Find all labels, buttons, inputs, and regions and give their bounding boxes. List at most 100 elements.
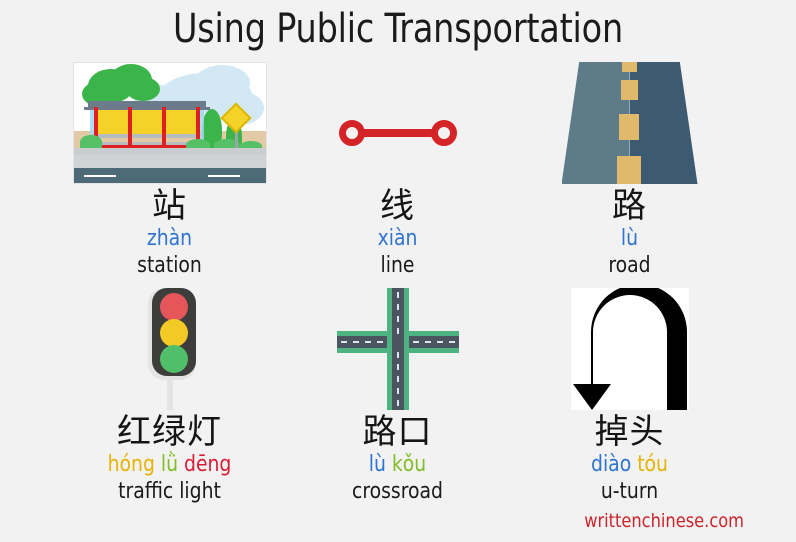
road-dash-marking (83, 175, 116, 177)
road-center-dash (616, 156, 641, 184)
shelter-roof-edge (83, 107, 210, 110)
shelter-post (161, 107, 166, 159)
line-endpoint-right (430, 120, 457, 146)
traffic-light-red-lamp (159, 293, 188, 321)
vocab-card-crossroad: 路口 lù kǒu crossroad (265, 284, 530, 505)
page-title: Using Public Transportation (172, 6, 624, 52)
pinyin-syllable: tóu (637, 452, 668, 477)
pinyin-text: diào tóu (504, 452, 756, 478)
crossroad-icon (336, 288, 459, 410)
vocab-card-u-turn: 掉头 diào tóu u-turn (497, 284, 762, 505)
crossroad-vertical-dash (396, 388, 399, 394)
crossroad-vertical-dash (396, 328, 399, 334)
pinyin-syllable: zhàn (146, 226, 193, 251)
pinyin-syllable: hóng (107, 452, 155, 477)
crossroad-horizontal-dash (436, 341, 443, 343)
shelter-panel (97, 110, 128, 134)
hanzi-text: 站 (152, 186, 187, 226)
shelter-panel (165, 110, 196, 134)
english-text: road (608, 253, 651, 278)
road-perspective-icon (561, 62, 698, 184)
crossroad-vertical-dash (396, 316, 399, 322)
shelter-post (127, 107, 132, 159)
bench-frame (97, 145, 188, 149)
shelter-glass (195, 110, 204, 148)
line-bar (352, 129, 443, 137)
hanzi-text: 路口 (362, 412, 433, 452)
bus-stop-illustration (72, 62, 267, 184)
vocab-art-road (497, 56, 762, 184)
u-turn-arrow-icon (570, 288, 689, 410)
crossroad-vertical-dash (396, 352, 399, 358)
pinyin-syllable: lù (368, 452, 386, 477)
asphalt-strip (73, 168, 266, 183)
traffic-light-yellow-lamp (159, 319, 188, 347)
crossroad-horizontal-dash (424, 341, 431, 343)
vocabulary-grid: 站 zhàn station 线 xiàn line (0, 56, 796, 526)
traffic-light-body (151, 288, 196, 376)
vocab-art-line (265, 56, 530, 184)
vocab-art-u-turn (497, 284, 762, 410)
pinyin-syllable: lǜ (160, 452, 179, 477)
english-text: station (137, 253, 202, 278)
crossroad-vertical-dash (396, 400, 399, 406)
bush-shape (79, 135, 102, 149)
pinyin-text: xiàn (272, 226, 524, 252)
crossroad-vertical-dash (396, 364, 399, 370)
shelter-rail (93, 142, 200, 146)
shelter-roof (87, 101, 206, 109)
road-center-dash (620, 80, 638, 100)
vocab-art-traffic-light (37, 284, 302, 410)
english-text: crossroad (352, 479, 443, 504)
crossroad-horizontal-dash (364, 341, 371, 343)
crossroad-horizontal-dash (448, 341, 455, 343)
hanzi-text: 红绿灯 (117, 412, 222, 452)
pinyin-text: hóng lǜ dēng (44, 452, 296, 478)
pinyin-syllable: kǒu (391, 452, 427, 477)
vocab-card-road: 路 lù road (497, 56, 762, 279)
hanzi-text: 路 (612, 186, 647, 226)
vocab-card-line: 线 xiàn line (265, 56, 530, 279)
vocab-card-traffic-light: 红绿灯 hóng lǜ dēng traffic light (37, 284, 302, 505)
pinyin-text: lù (504, 226, 756, 252)
shelter-post (195, 107, 200, 159)
shelter-panel (131, 110, 162, 134)
traffic-light-green-lamp (159, 345, 188, 373)
pinyin-syllable: dēng (184, 452, 232, 477)
u-turn-arrow-svg (572, 288, 687, 410)
pinyin-syllable: lù (620, 226, 639, 251)
crossroad-horizontal-dash (340, 341, 347, 343)
road-center-dash (621, 62, 637, 72)
road-center-dash (618, 114, 639, 140)
english-text: traffic light (118, 479, 221, 504)
watermark: writtenchinese.com (583, 510, 744, 532)
crossroad-horizontal-dash (412, 341, 419, 343)
shelter-post (93, 107, 98, 159)
line-endpoint-left (338, 120, 365, 146)
crossroad-horizontal-dash (376, 341, 383, 343)
hanzi-text: 线 (380, 186, 415, 226)
vocab-card-station: 站 zhàn station (37, 56, 302, 279)
english-text: line (380, 253, 415, 278)
pinyin-syllable: diào (591, 452, 632, 477)
crossroad-vertical-asphalt (391, 288, 404, 410)
crossroad-vertical-dash (396, 292, 399, 298)
crossroad-vertical-dash (396, 304, 399, 310)
curb-strip (73, 148, 266, 155)
subway-line-icon (338, 118, 457, 148)
crossroad-vertical-dash (396, 376, 399, 382)
pinyin-text: zhàn (44, 226, 296, 252)
crossroad-horizontal-dash (352, 341, 359, 343)
shelter-rail (93, 134, 200, 138)
road-dash-marking (207, 175, 240, 177)
traffic-light-pole (166, 372, 173, 410)
bush-shape (239, 141, 262, 151)
tree-foliage (125, 77, 160, 101)
hanzi-text: 掉头 (594, 412, 665, 452)
vocab-art-station (37, 56, 302, 184)
pinyin-syllable: xiàn (377, 226, 418, 251)
traffic-light-icon (130, 288, 210, 410)
pinyin-text: lù kǒu (272, 452, 524, 478)
english-text: u-turn (600, 479, 659, 504)
